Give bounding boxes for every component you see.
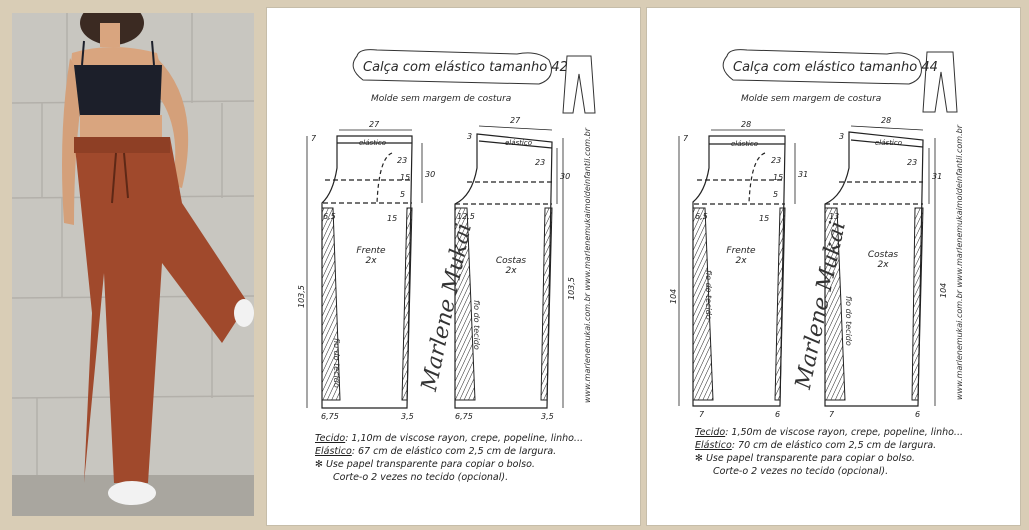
- front-d23: 23: [397, 156, 408, 165]
- note-1: ✻ Use papel transparente para copiar o b…: [695, 453, 915, 464]
- sheet-subtitle: Molde sem margem de costura: [741, 94, 882, 104]
- sewing-notes: Tecido: 1,50m de viscose rayon, crepe, p…: [695, 426, 963, 478]
- front-hem-right: 3,5: [401, 412, 414, 421]
- fabric-label: Tecido: [695, 427, 726, 438]
- elastic-text: : 67 cm de elástico com 2,5 cm de largur…: [351, 446, 557, 457]
- back-length-dim: 103,5: [567, 277, 576, 300]
- sheet-subtitle: Molde sem margem de costura: [371, 94, 512, 104]
- elastic-line: Elástico: 70 cm de elástico com 2,5 cm d…: [695, 439, 963, 452]
- back-d23: 23: [535, 158, 546, 167]
- front-piece-label: Frente 2x: [351, 246, 391, 266]
- elastic-line: Elástico: 67 cm de elástico com 2,5 cm d…: [315, 445, 583, 458]
- sheet-title: Calça com elástico tamanho 44: [733, 60, 938, 75]
- front-d15b: 15: [387, 214, 398, 223]
- back-d3: 3: [839, 132, 845, 141]
- front-length-dim: 103,5: [297, 285, 306, 308]
- back-d30: 30: [560, 172, 571, 181]
- front-grain-line: fio do tecido: [704, 270, 713, 320]
- front-qty: 2x: [365, 256, 377, 266]
- back-waistband-label: elástico: [505, 139, 533, 147]
- back-crotch-dim: 12,5: [457, 212, 475, 221]
- pattern-sheet-size-44: Calça com elástico tamanho 44 Molde sem …: [646, 7, 1021, 526]
- front-d7: 7: [683, 134, 689, 143]
- front-label: Frente: [356, 246, 386, 256]
- front-d5: 5: [773, 190, 779, 199]
- front-hem-left: 7: [699, 410, 705, 419]
- elastic-text: : 70 cm de elástico com 2,5 cm de largur…: [731, 440, 937, 451]
- model-photo: [12, 13, 254, 516]
- pattern-sheet-size-42: Calça com elástico tamanho 42 Molde sem …: [266, 7, 641, 526]
- elastic-label: Elástico: [315, 446, 352, 457]
- back-top-dim: 28: [881, 116, 892, 125]
- front-d5: 5: [400, 190, 406, 199]
- back-hem-right: 3,5: [541, 412, 554, 421]
- front-waistband-label: elástico: [359, 139, 387, 147]
- front-grain-line: fio do tecido: [332, 338, 341, 388]
- back-label: Costas: [495, 256, 527, 266]
- back-grain-line: fio do tecido: [472, 300, 481, 350]
- elastic-label: Elástico: [695, 440, 732, 451]
- back-grain-line: fio do tecido: [844, 296, 853, 346]
- back-hem-right: 6: [915, 410, 921, 419]
- front-length-dim: 104: [669, 288, 678, 304]
- back-label: Costas: [867, 250, 899, 260]
- front-crotch-dim: 6,5: [695, 212, 708, 221]
- website-url: www.marlenemukai.com.br www.marlenemukai…: [583, 128, 592, 403]
- back-hem-left: 6,75: [455, 412, 473, 421]
- back-qty: 2x: [505, 266, 517, 276]
- back-d23: 23: [907, 158, 918, 167]
- back-qty: 2x: [877, 260, 889, 270]
- back-waistband-label: elástico: [875, 139, 903, 147]
- front-hem-right: 6: [775, 410, 781, 419]
- front-label: Frente: [726, 246, 756, 256]
- fabric-text: : 1,50m de viscose rayon, crepe, popelin…: [725, 427, 963, 438]
- front-d15a: 15: [773, 173, 784, 182]
- fabric-label: Tecido: [315, 433, 346, 444]
- front-piece-label: Frente 2x: [721, 246, 761, 266]
- website-url: www.marlenemukai.com.br www.marlenemukai…: [955, 125, 964, 400]
- front-d15b: 15: [759, 214, 770, 223]
- back-d3: 3: [467, 132, 473, 141]
- sheet-title: Calça com elástico tamanho 42: [363, 60, 568, 75]
- front-hem-left: 6,75: [321, 412, 339, 421]
- sewing-notes: Tecido: 1,10m de viscose rayon, crepe, p…: [315, 432, 583, 484]
- model-illustration: [12, 13, 254, 516]
- front-qty: 2x: [735, 256, 747, 266]
- front-d7: 7: [311, 134, 317, 143]
- note-1: ✻ Use papel transparente para copiar o b…: [315, 459, 535, 470]
- note-2: Corte-o 2 vezes no tecido (opcional).: [333, 472, 509, 483]
- front-crotch-dim: 6,5: [323, 212, 336, 221]
- front-d23: 23: [771, 156, 782, 165]
- front-top-dim: 28: [741, 120, 752, 129]
- back-piece-label: Costas 2x: [491, 256, 531, 276]
- front-d30: 30: [425, 170, 436, 179]
- front-d15a: 15: [400, 173, 411, 182]
- back-crotch-dim: 13: [829, 212, 840, 221]
- fabric-text: : 1,10m de viscose rayon, crepe, popelin…: [345, 433, 583, 444]
- pattern-drawing: [678, 49, 958, 407]
- pattern-drawing: [306, 49, 596, 409]
- front-d31: 31: [798, 170, 809, 179]
- back-d31: 31: [932, 172, 943, 181]
- back-hem-left: 7: [829, 410, 835, 419]
- fabric-line: Tecido: 1,10m de viscose rayon, crepe, p…: [315, 432, 583, 445]
- fabric-line: Tecido: 1,50m de viscose rayon, crepe, p…: [695, 426, 963, 439]
- back-length-dim: 104: [939, 282, 948, 298]
- front-waistband-label: elástico: [731, 140, 759, 148]
- back-piece-label: Costas 2x: [863, 250, 903, 270]
- note-2: Corte-o 2 vezes no tecido (opcional).: [713, 466, 889, 477]
- front-top-dim: 27: [369, 120, 380, 129]
- back-top-dim: 27: [510, 116, 521, 125]
